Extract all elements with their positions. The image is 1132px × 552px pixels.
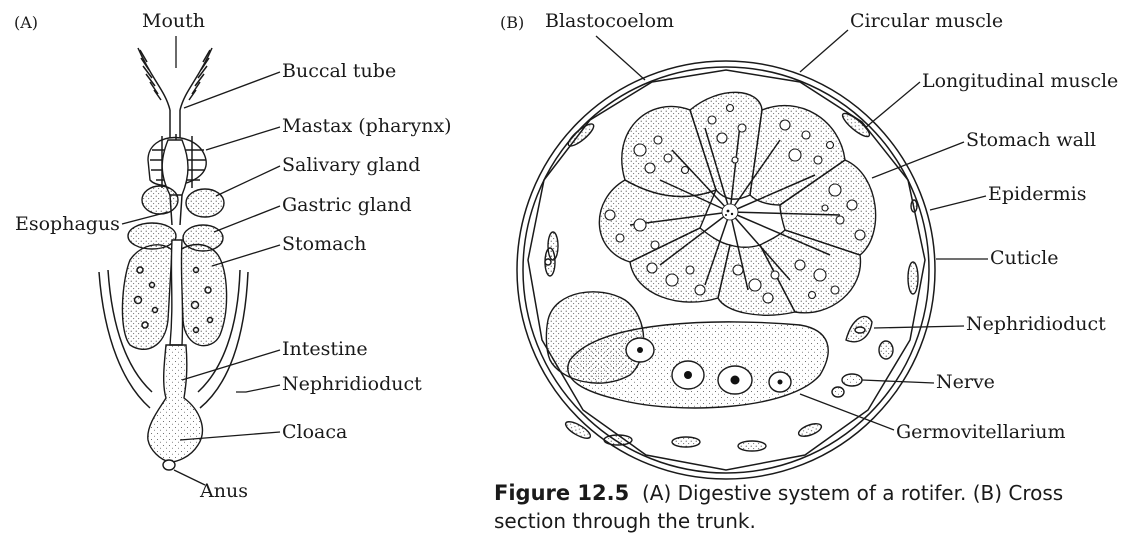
epidermis-ring xyxy=(522,66,930,474)
germovitellarium xyxy=(567,321,829,409)
label-longitudinal-muscle: Longitudinal muscle xyxy=(922,70,1118,92)
stomach-wall xyxy=(598,91,877,316)
label-epidermis: Epidermis xyxy=(988,183,1086,205)
stomach xyxy=(121,239,228,350)
label-mouth: Mouth xyxy=(142,10,205,32)
mouth-cilia xyxy=(137,47,213,111)
panel-b: (B) xyxy=(500,10,1118,480)
caption-figure-number: Figure 12.5 xyxy=(494,481,629,505)
label-salivary-gland: Salivary gland xyxy=(282,154,420,176)
label-blastocoelom: Blastocoelom xyxy=(545,10,674,32)
label-cloaca: Cloaca xyxy=(282,421,347,443)
label-nerve: Nerve xyxy=(936,371,995,393)
label-anus: Anus xyxy=(199,480,248,502)
intestine-cloaca xyxy=(147,344,203,471)
epidermal-nucleus-right xyxy=(910,199,918,213)
body-wall xyxy=(98,269,249,409)
esophagus xyxy=(169,194,183,226)
salivary-gland-right xyxy=(185,188,225,218)
salivary-gland-left xyxy=(141,185,179,215)
caption-line-1: (A) Digestive system of a rotifer. (B) C… xyxy=(642,481,1063,505)
label-stomach-wall: Stomach wall xyxy=(966,129,1096,151)
figure-caption: Figure 12.5 (A) Digestive system of a ro… xyxy=(494,481,1063,533)
label-nephridioduct: Nephridioduct xyxy=(282,373,422,395)
label-cuticle: Cuticle xyxy=(990,247,1058,269)
label-germovitellarium: Germovitellarium xyxy=(896,421,1066,443)
nerve xyxy=(841,373,863,387)
label-stomach: Stomach xyxy=(282,233,366,255)
circular-muscle-band xyxy=(527,69,926,471)
label-mastax: Mastax (pharynx) xyxy=(282,115,452,137)
nephridioduct-b xyxy=(845,315,873,343)
panel-a: (A) xyxy=(14,10,452,502)
label-esophagus: Esophagus xyxy=(15,213,120,235)
nerve-small xyxy=(831,386,845,398)
panel-a-tag: (A) xyxy=(14,13,38,32)
label-buccal-tube: Buccal tube xyxy=(282,60,396,82)
label-circular-muscle: Circular muscle xyxy=(850,10,1003,32)
mastax xyxy=(147,134,207,196)
longitudinal-muscles xyxy=(544,112,919,452)
buccal-tube xyxy=(169,110,181,140)
label-nephridioduct-b: Nephridioduct xyxy=(966,313,1106,335)
panel-b-tag: (B) xyxy=(500,13,524,32)
label-gastric-gland: Gastric gland xyxy=(282,194,412,216)
epidermal-nucleus xyxy=(544,258,552,266)
label-intestine: Intestine xyxy=(282,338,368,360)
anus-opening xyxy=(162,459,176,471)
caption-line-2: section through the trunk. xyxy=(494,509,756,533)
cuticle-ring xyxy=(516,60,936,480)
